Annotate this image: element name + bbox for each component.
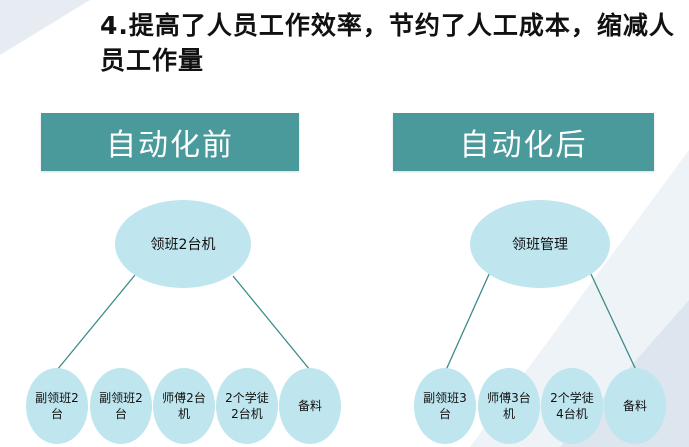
connector-before-right	[232, 275, 311, 371]
leaf-node-before-5: 备料	[279, 368, 341, 444]
connector-after-left	[445, 271, 491, 371]
header-after-automation: 自动化后	[393, 113, 654, 171]
leaf-node-after-1: 副领班3台	[414, 368, 476, 444]
slide-title: 4.提高了人员工作效率，节约了人工成本，缩减人员工作量	[100, 11, 675, 75]
leaf-node-before-3: 师傅2台机	[153, 368, 215, 444]
connector-after-right	[589, 271, 637, 371]
leaf-node-before-2: 副领班2台	[90, 368, 152, 444]
leaf-node-after-2: 师傅3台机	[478, 368, 540, 444]
root-node-after: 领班管理	[470, 200, 610, 288]
root-node-before: 领班2台机	[115, 200, 251, 288]
leaf-node-after-3: 2个学徒4台机	[541, 368, 603, 444]
leaf-node-after-4: 备料	[604, 368, 666, 444]
leaf-node-before-1: 副领班2台	[26, 368, 88, 444]
header-before-automation: 自动化前	[41, 113, 299, 171]
connector-before-left	[56, 274, 136, 371]
leaf-node-before-4: 2个学徒2台机	[216, 368, 278, 444]
